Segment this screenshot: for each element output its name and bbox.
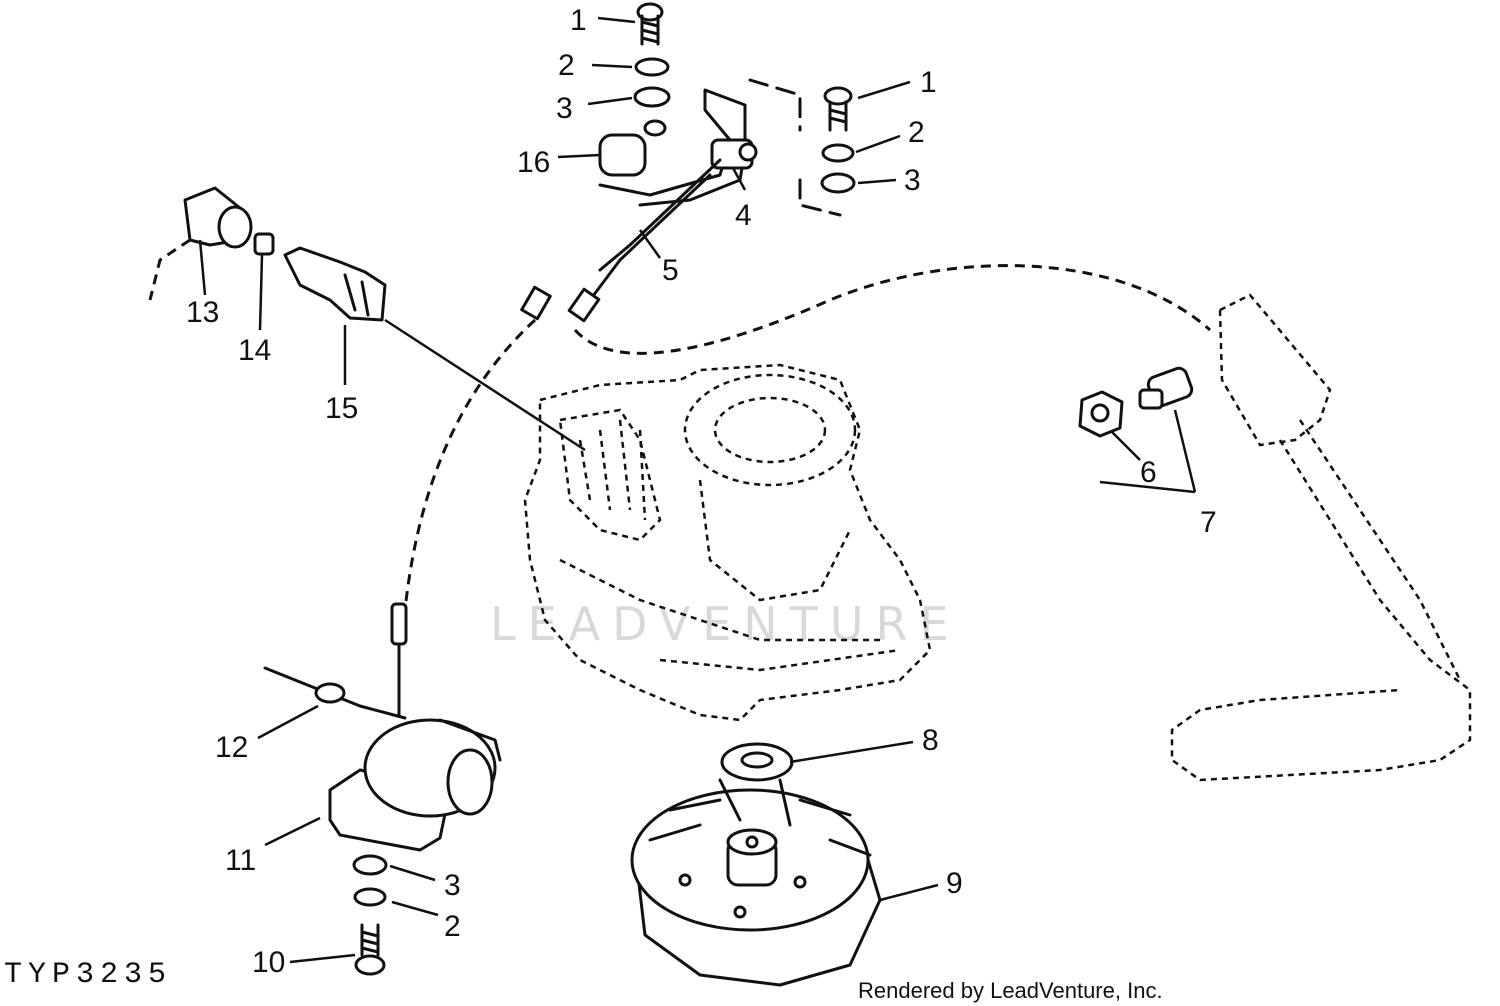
callout-12: 12 xyxy=(215,731,248,764)
spark-plug-leader xyxy=(384,318,586,452)
flat-washer-right xyxy=(820,172,856,194)
callout-13: 13 xyxy=(186,296,219,329)
callout-2: 2 xyxy=(558,49,575,82)
flat-washer-top xyxy=(633,86,671,108)
ignition-module xyxy=(328,718,502,852)
callout-5: 5 xyxy=(662,254,679,287)
screw-right xyxy=(823,86,853,132)
callout-16: 16 xyxy=(517,146,550,179)
engine-block xyxy=(523,363,932,722)
callout-2-bottom: 2 xyxy=(444,910,461,943)
bracket-indicator xyxy=(748,78,842,217)
screw-bottom xyxy=(354,923,386,976)
wires xyxy=(520,158,722,323)
figure-code: TYP3235 xyxy=(4,958,172,992)
callout-10: 10 xyxy=(252,946,285,979)
spark-plug-boot xyxy=(148,186,253,301)
callout-8: 8 xyxy=(922,724,939,757)
callout-labels: 1 2 3 16 1 2 3 4 5 13 14 15 6 7 8 9 12 1… xyxy=(186,4,1217,979)
credit-text: Rendered by LeadVenture, Inc. xyxy=(858,978,1163,1003)
callout-14: 14 xyxy=(238,334,271,367)
flat-washer-bottom xyxy=(352,854,388,876)
leader-lines xyxy=(198,16,1197,964)
lock-washer-top xyxy=(634,57,670,77)
nut xyxy=(1078,390,1124,438)
flywheel-washer xyxy=(720,742,794,782)
callout-15: 15 xyxy=(325,392,358,425)
ground-wire-route xyxy=(403,318,537,611)
callout-1: 1 xyxy=(570,4,587,37)
spark-plug xyxy=(283,246,387,322)
callout-3-right: 3 xyxy=(904,164,921,197)
callout-11: 11 xyxy=(225,844,256,877)
callout-3-bottom: 3 xyxy=(444,869,461,902)
stud xyxy=(1138,366,1194,410)
flywheel xyxy=(630,778,882,987)
ignition-wire xyxy=(263,602,408,720)
callout-9: 9 xyxy=(946,867,963,900)
callout-2-right: 2 xyxy=(908,116,925,149)
callout-3: 3 xyxy=(556,92,573,125)
spring xyxy=(253,232,275,256)
lock-washer-right xyxy=(821,143,855,163)
muffler-guard xyxy=(1170,293,1472,782)
watermark: LEADVENTURE xyxy=(490,597,961,651)
callout-6: 6 xyxy=(1140,456,1157,489)
terminal xyxy=(710,138,758,170)
lock-washer-bottom xyxy=(353,887,387,907)
kill-wire-route xyxy=(573,264,1211,355)
callout-7: 7 xyxy=(1200,506,1217,539)
screw-top xyxy=(636,2,664,46)
callout-4: 4 xyxy=(735,199,752,232)
callout-1-right: 1 xyxy=(920,66,937,99)
